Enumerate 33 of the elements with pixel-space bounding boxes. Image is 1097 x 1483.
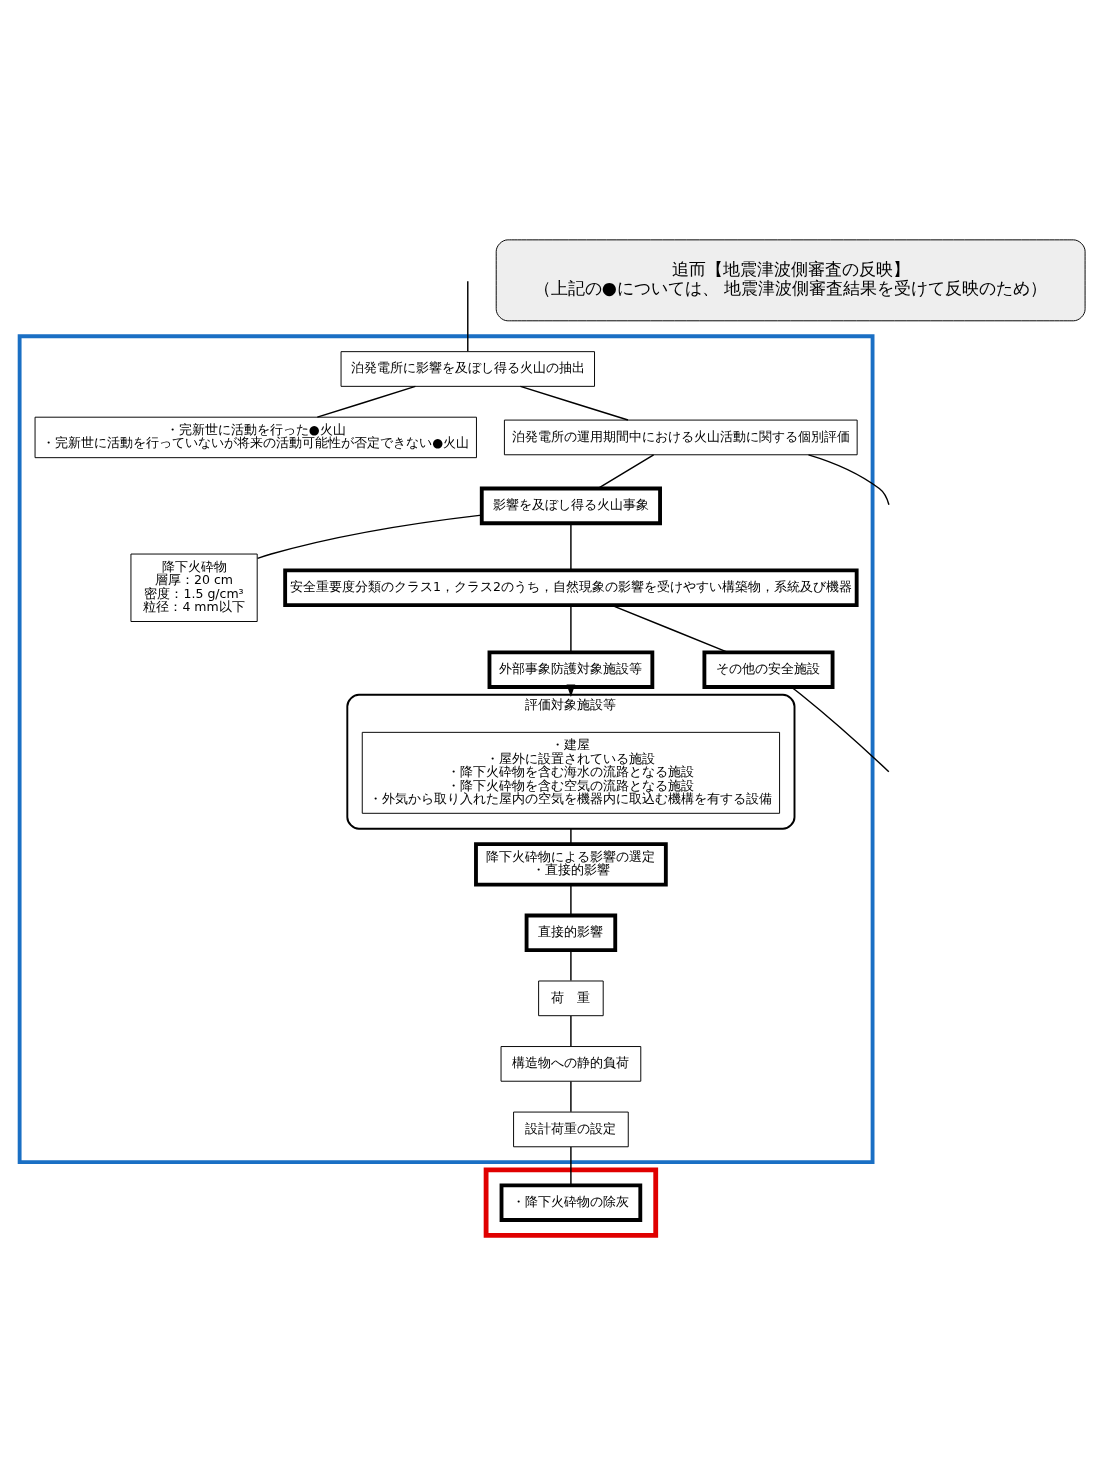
connector xyxy=(570,604,572,653)
node-box: 泊発電所の運用期間中における火山活動に関する個別評価 xyxy=(503,419,858,456)
connector xyxy=(316,385,417,418)
connector xyxy=(807,454,890,506)
connector xyxy=(597,454,655,490)
node-box: その他の安全施設 xyxy=(702,650,835,689)
node-box: 泊発電所に影響を及ぼし得る火山の抽出 xyxy=(340,351,595,387)
node-box: 設計荷重の設定 xyxy=(513,1111,629,1148)
node-box: ・完新世に活動を行った●火山 ・完新世に活動を行っていないが将来の活動可能性が否定できない●火山 xyxy=(34,416,477,459)
cluster xyxy=(17,334,875,1165)
node-box: 荷 重 xyxy=(538,980,604,1017)
node-box: 降下火砕物による影響の選定 ・直接的影響 xyxy=(474,842,668,887)
cluster xyxy=(483,1167,659,1238)
node-box: 降下火砕物 層厚：20 cm 密度：1.5 g/cm³ 粒径：4 mm以下 xyxy=(130,553,258,622)
node-box: ・建屋 ・屋外に設置されている施設 ・降下火砕物を含む海水の流路となる施設 ・降下火砕物を含む空気の流路となる施設 ・外気から取り入れた屋内の空気を機器内に取込む機構を有する設備 xyxy=(361,731,781,814)
node-box: 影響を及ぼし得る火山事象 xyxy=(479,486,662,526)
node-box: 安全重要度分類のクラス1，クラス2のうち，自然現象の影響を受けやすい構築物，系統及び機器 xyxy=(283,568,859,608)
connector xyxy=(611,604,729,654)
node-box: 直接的影響 xyxy=(524,913,618,953)
connector xyxy=(570,1080,572,1113)
connector xyxy=(570,1146,572,1186)
connector xyxy=(570,949,572,982)
connector xyxy=(467,280,469,353)
node-box: 追而【地震津波側審査の反映】 （上記の●については、 地震津波側審査結果を受けて反映のため） xyxy=(495,239,1086,322)
connector xyxy=(570,884,572,917)
node-box: 構造物への静的負荷 xyxy=(500,1046,642,1082)
node-box: ・降下火砕物の除灰 xyxy=(499,1183,643,1222)
connector xyxy=(570,1015,572,1047)
connector xyxy=(570,522,572,571)
connector xyxy=(790,686,890,773)
connector xyxy=(570,828,572,845)
connector xyxy=(519,385,629,421)
connector xyxy=(256,514,483,560)
